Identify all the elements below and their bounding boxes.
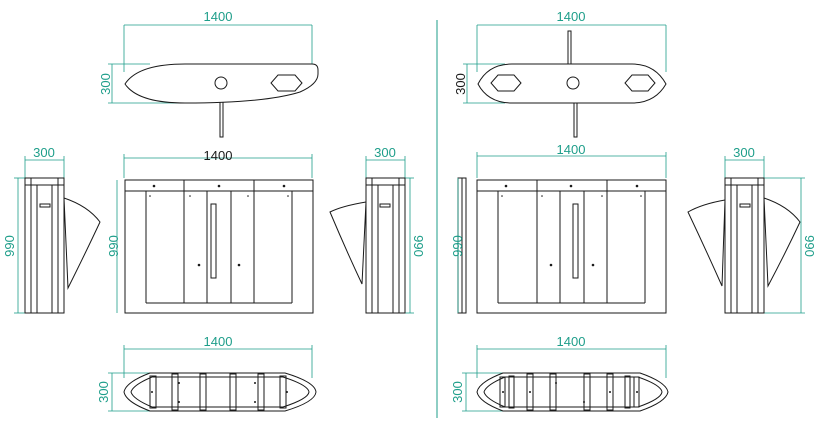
left-top-width-label: 1400 — [204, 9, 233, 24]
left-set: 1400 300 300 990 — [2, 9, 426, 412]
left-front-height-label: 990 — [106, 235, 121, 257]
left-side-a-height-label: 990 — [2, 235, 17, 257]
right-bottom-width-label: 1400 — [557, 334, 586, 349]
left-side-view-b: 300 990 — [329, 145, 426, 314]
right-top-post-down — [573, 101, 578, 138]
left-side-b-height-label: 990 — [411, 235, 426, 257]
left-top-view: 1400 300 — [98, 9, 319, 138]
left-top-depth-label: 300 — [98, 73, 113, 95]
right-top-depth-label: 300 — [453, 73, 468, 95]
left-side-a-flap — [63, 197, 101, 290]
left-side-b-width-label: 300 — [374, 145, 396, 160]
right-top-view: 1400 300 — [453, 9, 667, 138]
right-bottom-view: 1400 300 — [450, 334, 669, 412]
right-side-b-height-label: 990 — [802, 235, 817, 257]
right-top-body — [477, 63, 667, 104]
left-top-post — [219, 99, 224, 138]
left-top-hole — [214, 76, 228, 90]
right-side-b-flap-left — [687, 199, 726, 287]
right-side-view-b: 300 990 — [687, 145, 817, 314]
right-top-post-up — [567, 30, 572, 66]
right-side-a-height-label: 990 — [450, 235, 465, 257]
left-front-width-label: 1400 — [204, 148, 233, 163]
left-top-body — [124, 63, 319, 104]
left-side-view-a: 300 990 — [2, 145, 101, 314]
left-front-view: 1400 990 — [106, 148, 314, 314]
right-bottom-depth-label: 300 — [450, 381, 465, 403]
left-bottom-view: 1400 300 — [96, 334, 317, 412]
right-front-view: 1400 — [476, 142, 667, 314]
left-side-b-flap — [329, 201, 367, 285]
right-side-view-a: 990 — [450, 177, 467, 314]
left-side-a-width-label: 300 — [33, 145, 55, 160]
right-top-width-label: 1400 — [557, 9, 586, 24]
left-bottom-depth-label: 300 — [96, 381, 111, 403]
right-front-width-label: 1400 — [557, 142, 586, 157]
right-side-b-flap-right — [763, 197, 801, 288]
left-top-slot — [270, 74, 303, 92]
right-side-b-width-label: 300 — [733, 145, 755, 160]
right-set: 1400 300 990 1400 — [450, 9, 817, 412]
left-bottom-width-label: 1400 — [204, 334, 233, 349]
right-top-hole — [566, 76, 580, 90]
